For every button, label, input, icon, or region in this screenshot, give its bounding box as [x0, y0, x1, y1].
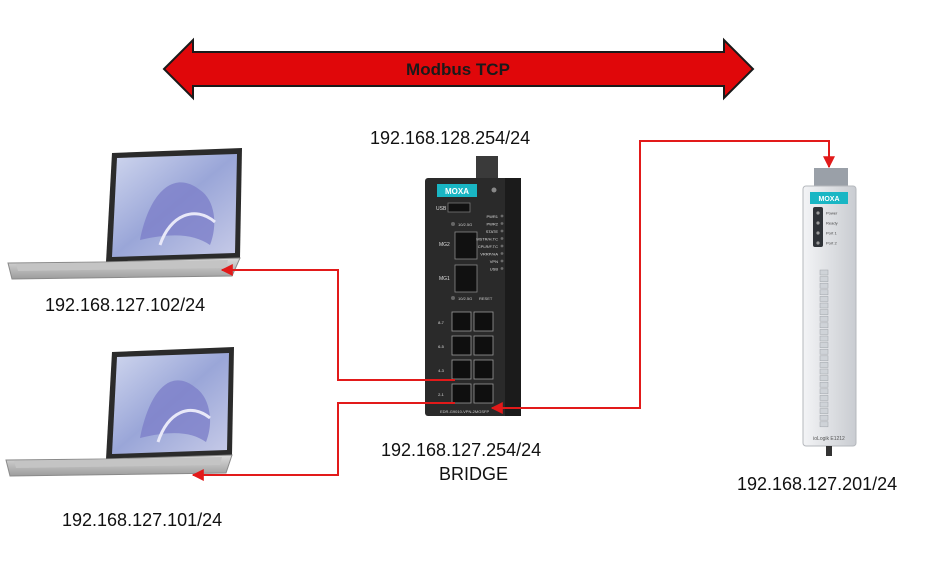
- rj45-port: [473, 383, 494, 404]
- router-lan-ip: 192.168.127.254/24: [381, 440, 542, 460]
- rj45-port: [451, 383, 472, 404]
- laptop-bottom: [5, 347, 234, 477]
- router-brand: MOXA: [445, 187, 469, 196]
- moxa-logo-icon: [437, 184, 477, 197]
- io-led-label: Port 1: [826, 231, 837, 236]
- io-terminal: [819, 302, 829, 309]
- io-terminal: [819, 296, 829, 302]
- io-moxa-logo-icon: [810, 192, 848, 204]
- io-led-label: Port 2: [826, 241, 837, 246]
- router-port-pair-label: 8-7: [438, 320, 445, 325]
- link-router-to-laptop-bottom: [191, 402, 455, 481]
- io-terminal: [819, 408, 829, 414]
- router-port-pair-label: 2-1: [438, 392, 445, 397]
- modbus-tcp-arrow: Modbus TCP: [162, 37, 755, 101]
- router-speed-bottom: 10/2.5G: [458, 296, 472, 301]
- io-terminal: [819, 375, 829, 381]
- router-led-indicator: [500, 237, 504, 240]
- io-terminal: [819, 362, 829, 368]
- router-led-label: VRRP/HA: [480, 252, 498, 257]
- io-module-ip: 192.168.127.201/24: [737, 474, 898, 494]
- router-led-label: USB: [490, 267, 499, 272]
- io-terminal-block: [819, 269, 829, 428]
- rj45-port: [473, 311, 494, 332]
- router-led-label: PWR2: [486, 222, 498, 227]
- network-links: [191, 140, 835, 481]
- router-port-pair-label: 6-5: [438, 344, 445, 349]
- io-terminal: [819, 269, 829, 276]
- router-mg2-label: MG2: [439, 242, 450, 248]
- io-terminal: [819, 322, 829, 329]
- io-terminal: [819, 395, 829, 401]
- io-led-indicator: [816, 211, 820, 215]
- router-led-indicator: [500, 214, 504, 218]
- io-led-indicator: [816, 221, 820, 225]
- router-device: MOXA USB 10/2.5G MG2 MG1 10/2.5G RESET P…: [425, 156, 521, 416]
- router-led-indicator: [500, 222, 504, 225]
- link-io-to-router: [490, 140, 830, 414]
- router-wan-ip: 192.168.128.254/24: [370, 128, 531, 148]
- io-model: ioLogik E1212: [813, 436, 845, 442]
- io-led-indicator: [816, 241, 820, 245]
- link-router-to-laptop-top: [220, 264, 455, 381]
- rj45-port: [473, 335, 494, 356]
- io-led-label: Power: [826, 211, 838, 216]
- io-brand: MOXA: [819, 196, 840, 203]
- sfp-port-mg1: [454, 264, 478, 293]
- router-speed-top: 10/2.5G: [458, 222, 472, 227]
- router-led-label: PWR1: [486, 214, 498, 219]
- laptop-top-ip: 192.168.127.102/24: [45, 295, 206, 315]
- router-led-label: STATE: [486, 229, 499, 234]
- io-terminal: [819, 329, 829, 335]
- io-terminal: [819, 388, 829, 395]
- router-led-label: CPLR/F.TC: [478, 244, 498, 249]
- io-terminal: [819, 282, 829, 289]
- router-led-label: VPN: [490, 259, 498, 264]
- io-terminal: [819, 276, 829, 282]
- laptop-top: [7, 148, 242, 280]
- router-led-indicator: [500, 259, 504, 263]
- laptop-bottom-ip: 192.168.127.101/24: [62, 510, 223, 530]
- io-terminal: [819, 414, 829, 421]
- sfp-port-mg2: [454, 231, 478, 260]
- router-mode-label: BRIDGE: [439, 464, 509, 484]
- io-terminal: [819, 381, 829, 388]
- io-terminal: [819, 368, 829, 375]
- rj45-port: [451, 335, 472, 356]
- router-led-indicator: [500, 244, 504, 248]
- router-led-indicator: [500, 229, 504, 233]
- io-terminal: [819, 289, 829, 296]
- router-led-label: MSTR/H.TC: [476, 237, 498, 242]
- router-mg1-label: MG1: [439, 276, 450, 282]
- modbus-tcp-label: Modbus TCP: [406, 60, 510, 79]
- io-terminal: [819, 355, 829, 362]
- router-model: EDR-G9010-VPN-2MGSFP: [440, 409, 489, 414]
- io-terminal: [819, 342, 829, 348]
- io-terminal: [819, 315, 829, 322]
- io-terminal: [819, 335, 829, 342]
- router-usb-label: USB: [436, 206, 447, 212]
- router-port-pair-label: 4-3: [438, 368, 445, 373]
- io-terminal: [819, 309, 829, 315]
- io-led-label: Ready: [826, 221, 838, 226]
- router-reset-label: RESET: [479, 296, 493, 301]
- usb-port: [447, 202, 471, 213]
- rj45-port: [473, 359, 494, 380]
- io-terminal: [819, 401, 829, 408]
- io-terminal: [819, 421, 829, 428]
- rj45-port: [451, 311, 472, 332]
- router-led-indicator: [500, 267, 504, 270]
- io-terminal: [819, 348, 829, 355]
- rj45-port: [451, 359, 472, 380]
- io-led-indicator: [816, 231, 820, 235]
- router-ethernet-ports: 8-7 6-5 4-3 2-1: [438, 311, 494, 404]
- router-led-indicator: [500, 252, 504, 255]
